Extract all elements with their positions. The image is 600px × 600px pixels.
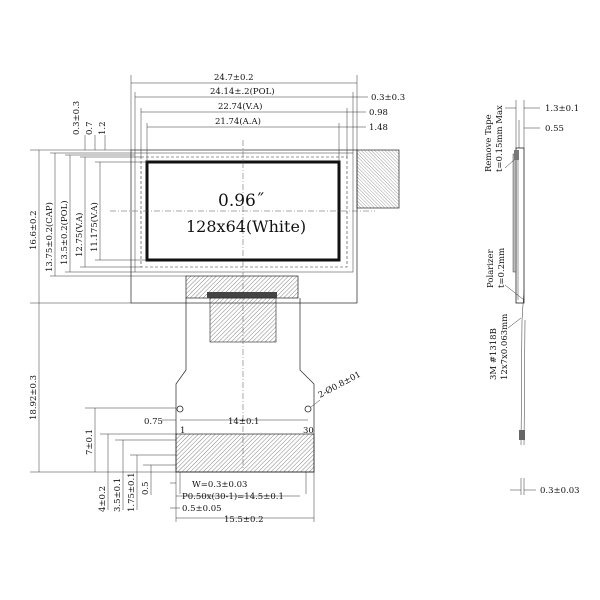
dim-right-3: 1.48 [369,123,388,133]
ic-bonding [207,292,277,298]
side-bottom-dim: 0.3±0.03 [540,486,580,496]
side-polarizer [512,153,517,273]
side-dim-13: 1.3±0.1 [545,104,579,114]
dim-h-7: 7±0.1 [85,429,95,455]
dim-fpc-width: 15.5±0.2 [224,515,264,525]
dim-hole-callout: 2-Ø0.8±01 [316,369,362,401]
display-resolution-label: 128x64(White) [186,217,306,236]
dim-polarizer-width: 24.14±.2(POL) [210,86,275,97]
pin-first-label: 1 [180,426,185,436]
side-stiffener [519,430,525,440]
dim-h-175: 1.75±0.1 [127,472,137,512]
dim-hole-spacing: 14±0.1 [228,417,259,427]
top-dimensions: 24.7±0.2 24.14±.2(POL) 0.3±0.3 22.74(V.A… [130,73,405,162]
dim-aa-width: 21.74(A.A) [215,116,261,127]
dim-right-1: 0.3±0.3 [371,93,405,103]
dim-right-2: 0.98 [369,108,388,118]
dim-va-height: 12.75(V.A) [74,213,85,257]
fpc-hole-right [304,405,312,413]
display-size-label: 0.96˝ [218,191,264,211]
side-view: 1.3±0.1 0.55 Remove Tape t=0.15mm Max Po… [484,100,580,496]
dim-pol-height: 13.5±0.2(POL) [59,200,70,265]
dim-pitch: P0.50x(30-1)=14.5±0.1 [182,491,284,502]
dim-top-1: 0.3±0.3 [72,101,82,135]
dim-cap-height: 13.75±0.2(CAP) [44,202,55,272]
remove-tape-tab [356,149,400,209]
fpc-contact-area [175,433,315,473]
side-tape [514,150,519,160]
dim-top-3: 1.2 [98,121,108,135]
dim-va-width: 22.74(V.A) [218,101,262,112]
dim-outline-height: 16.6±0.2 [29,210,39,250]
front-view: 0.96˝ 128x64(White) [110,140,400,473]
dim-edge: 0.5±0.05 [182,504,222,514]
side-glass [515,147,525,304]
dim-total-height: 18.92±0.3 [29,375,39,420]
polarizer-outline [134,152,354,273]
polarizer-label: Polarizer [486,248,496,288]
dim-h-4: 4±0.2 [98,486,108,512]
side-dim-055: 0.55 [545,124,564,134]
adhesive-size: 12x7x0.063mm [500,314,510,380]
dim-h-35: 3.5±0.1 [113,478,123,512]
remove-tape-thickness: t=0.15mm Max [495,105,505,172]
polarizer-thickness: t=0.2mm [497,248,507,288]
adhesive-label: 3M #1318B [489,328,499,380]
fpc-neck [209,297,277,343]
dim-pin-width: W=0.3±0.03 [192,480,247,490]
viewing-area [140,156,348,268]
left-dimensions: 16.6±0.2 13.75±0.2(CAP) 13.5±0.2(POL) 12… [29,101,186,473]
dim-aa-height: 11.175(V.A) [89,202,100,252]
dim-left-offset: 0.75 [144,417,163,427]
dim-h-05: 0.5 [141,481,151,495]
remove-tape-label: Remove Tape [484,114,494,172]
dim-top-2: 0.7 [85,121,95,135]
dim-outline-width: 24.7±0.2 [214,73,254,83]
pin-last-label: 30 [303,426,314,436]
fpc-hole-left [176,405,184,413]
